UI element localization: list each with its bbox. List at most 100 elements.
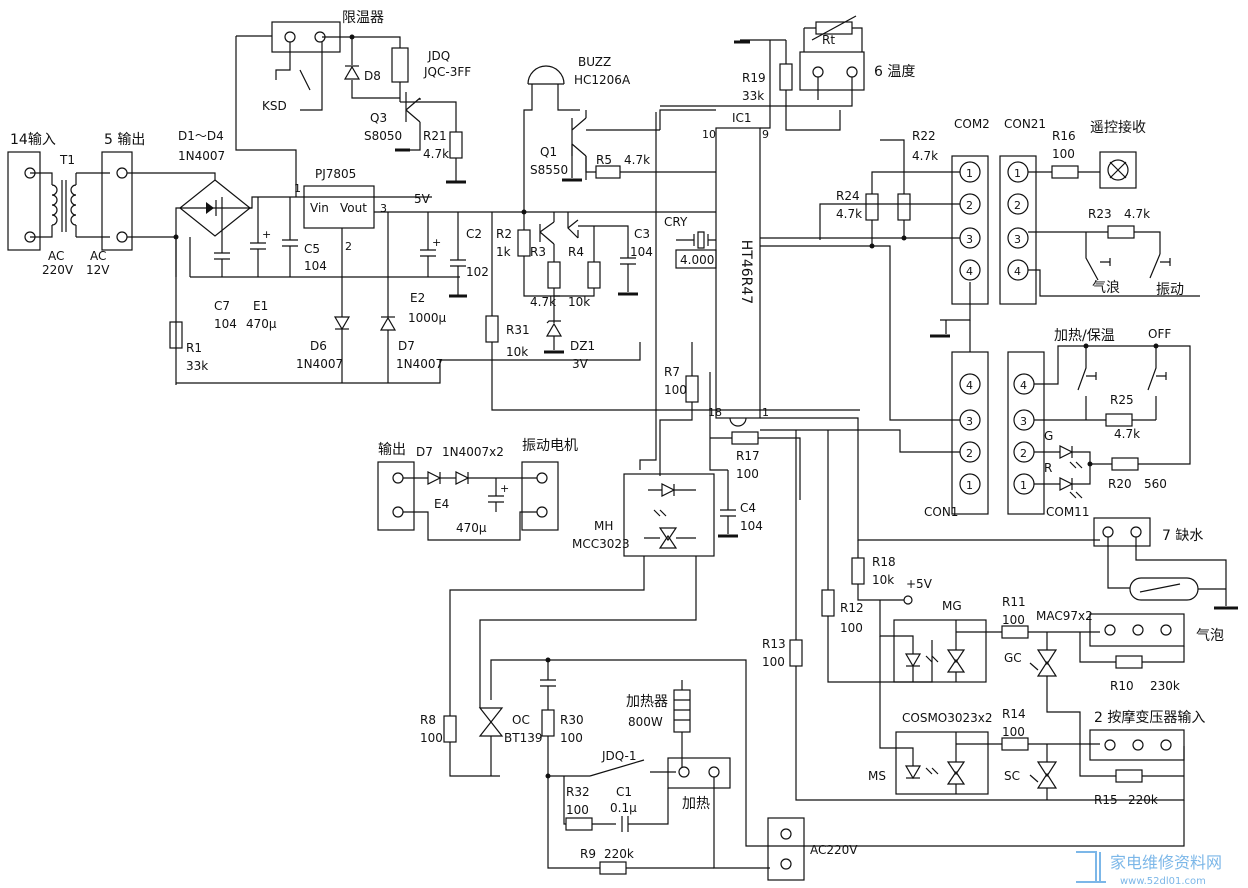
label-vin: Vin [310, 201, 329, 215]
svg-text:1: 1 [966, 479, 973, 492]
output-connector [377, 461, 415, 531]
resistor-r13 [789, 639, 803, 667]
diode-d8 [343, 37, 400, 99]
label-q1: Q1 [540, 145, 557, 159]
capacitor-c5 [282, 197, 298, 277]
capacitor-c2 [449, 212, 467, 298]
label-heater: 加热器 [626, 694, 668, 710]
label-d7b-value: 1N4007x2 [442, 445, 504, 459]
label-heat-keep: 加热/保温 [1054, 328, 1115, 344]
label-ac220-a: AC [48, 249, 64, 263]
massage-connector [1089, 729, 1185, 761]
label-r23-value: 4.7k [1124, 207, 1150, 221]
label-r16: R16 [1052, 129, 1076, 143]
label-reg-pin1: 1 [294, 182, 301, 195]
label-mh-model: MCC3023 [572, 537, 630, 551]
temp-connector-6 [799, 51, 865, 91]
water-shortage-connector [1093, 517, 1151, 547]
label-r7-value: 100 [664, 383, 687, 397]
svg-text:1: 1 [1020, 479, 1027, 492]
diode-d6 [333, 277, 351, 383]
label-r21-value: 4.7k [423, 147, 449, 161]
zener-dz1 [544, 312, 564, 354]
label-r15: R15 [1094, 793, 1118, 807]
watermark: 家电维修资料网 www.52dl01.com [1076, 851, 1222, 887]
label-ic1-pin18: 18 [708, 406, 722, 419]
svg-text:+: + [432, 236, 441, 249]
label-r2-value: 1k [496, 245, 511, 259]
label-r17: R17 [736, 449, 760, 463]
label-led-g: G [1044, 429, 1053, 443]
label-ms: MS [868, 769, 886, 783]
label-heater-power: 800W [628, 715, 663, 729]
label-oc: OC [512, 713, 530, 727]
label-pj7805: PJ7805 [315, 167, 356, 181]
triac-gc [1029, 632, 1058, 690]
led-red [1034, 464, 1091, 499]
resistor-r14 [1001, 737, 1029, 751]
label-c1: C1 [616, 785, 632, 799]
transformer-t1 [30, 172, 110, 238]
label-d1-d4: D1～D4 [178, 129, 224, 143]
svg-text:1: 1 [1014, 167, 1021, 180]
label-ac12-a: AC [90, 249, 106, 263]
label-r4-value: 10k [568, 295, 590, 309]
label-r1-value: 33k [186, 359, 208, 373]
resistor-r22 [897, 193, 911, 221]
mcu-ic1 [715, 127, 761, 419]
label-c4-value: 104 [740, 519, 763, 533]
remote-receiver [1099, 151, 1137, 189]
connector-con21: 1 2 3 4 [999, 155, 1037, 305]
label-r5-value: 4.7k [624, 153, 650, 167]
label-r18: R18 [872, 555, 896, 569]
resistor-r17 [731, 431, 759, 445]
resistor-r11 [1001, 625, 1029, 639]
label-r13-value: 100 [762, 655, 785, 669]
optocoupler-mg [893, 619, 987, 683]
heating-connector [667, 757, 731, 789]
svg-text:3: 3 [1014, 233, 1021, 246]
connector-com2: 1 2 3 4 [951, 155, 989, 305]
label-c2-value: 102 [466, 265, 489, 279]
label-r11-value: 100 [1002, 613, 1025, 627]
label-r31: R31 [506, 323, 530, 337]
ksd-switch [275, 42, 323, 111]
vibration-motor-connector [521, 461, 559, 531]
connector-con1: 4 3 2 1 [951, 351, 989, 515]
label-c1-value: 0.1μ [610, 801, 637, 815]
label-c2: C2 [466, 227, 482, 241]
label-jdq-model: JQC-3FF [423, 65, 471, 79]
resistor-r12 [821, 589, 835, 617]
switch-qilang [1085, 232, 1111, 281]
svg-text:4: 4 [966, 379, 973, 392]
resistor-r21 [449, 131, 463, 159]
label-r16-value: 100 [1052, 147, 1075, 161]
label-con21: CON21 [1004, 117, 1046, 131]
label-c7-value: 104 [214, 317, 237, 331]
label-r25: R25 [1110, 393, 1134, 407]
float-switch [1129, 577, 1226, 601]
label-r31-value: 10k [506, 345, 528, 359]
thermistor-rt [803, 15, 863, 52]
resistor-r16 [1051, 165, 1079, 179]
label-heating: 加热 [682, 796, 710, 812]
switch-heat [1077, 346, 1097, 420]
label-d7a-value: 1N4007 [396, 357, 443, 371]
label-r18-value: 10k [872, 573, 894, 587]
bubble-connector [1089, 613, 1185, 647]
label-r21: R21 [423, 129, 447, 143]
regulator-pj7805 [303, 185, 375, 229]
label-water-7: 7 缺水 [1162, 528, 1203, 544]
label-massage-2: 2 按摩变压器输入 [1094, 709, 1205, 726]
diodes-d7-x2 [403, 471, 540, 485]
label-r12-value: 100 [840, 621, 863, 635]
label-r5: R5 [596, 153, 612, 167]
label-zhendong: 振动 [1156, 282, 1184, 298]
resistor-r5 [595, 165, 621, 179]
label-r25-value: 4.7k [1114, 427, 1140, 441]
crystal [675, 231, 717, 269]
label-qilang: 气浪 [1092, 280, 1120, 296]
label-e1-value: 470μ [246, 317, 277, 331]
svg-text:4: 4 [1020, 379, 1027, 392]
label-ic1-part: HT46R47 [738, 240, 754, 304]
